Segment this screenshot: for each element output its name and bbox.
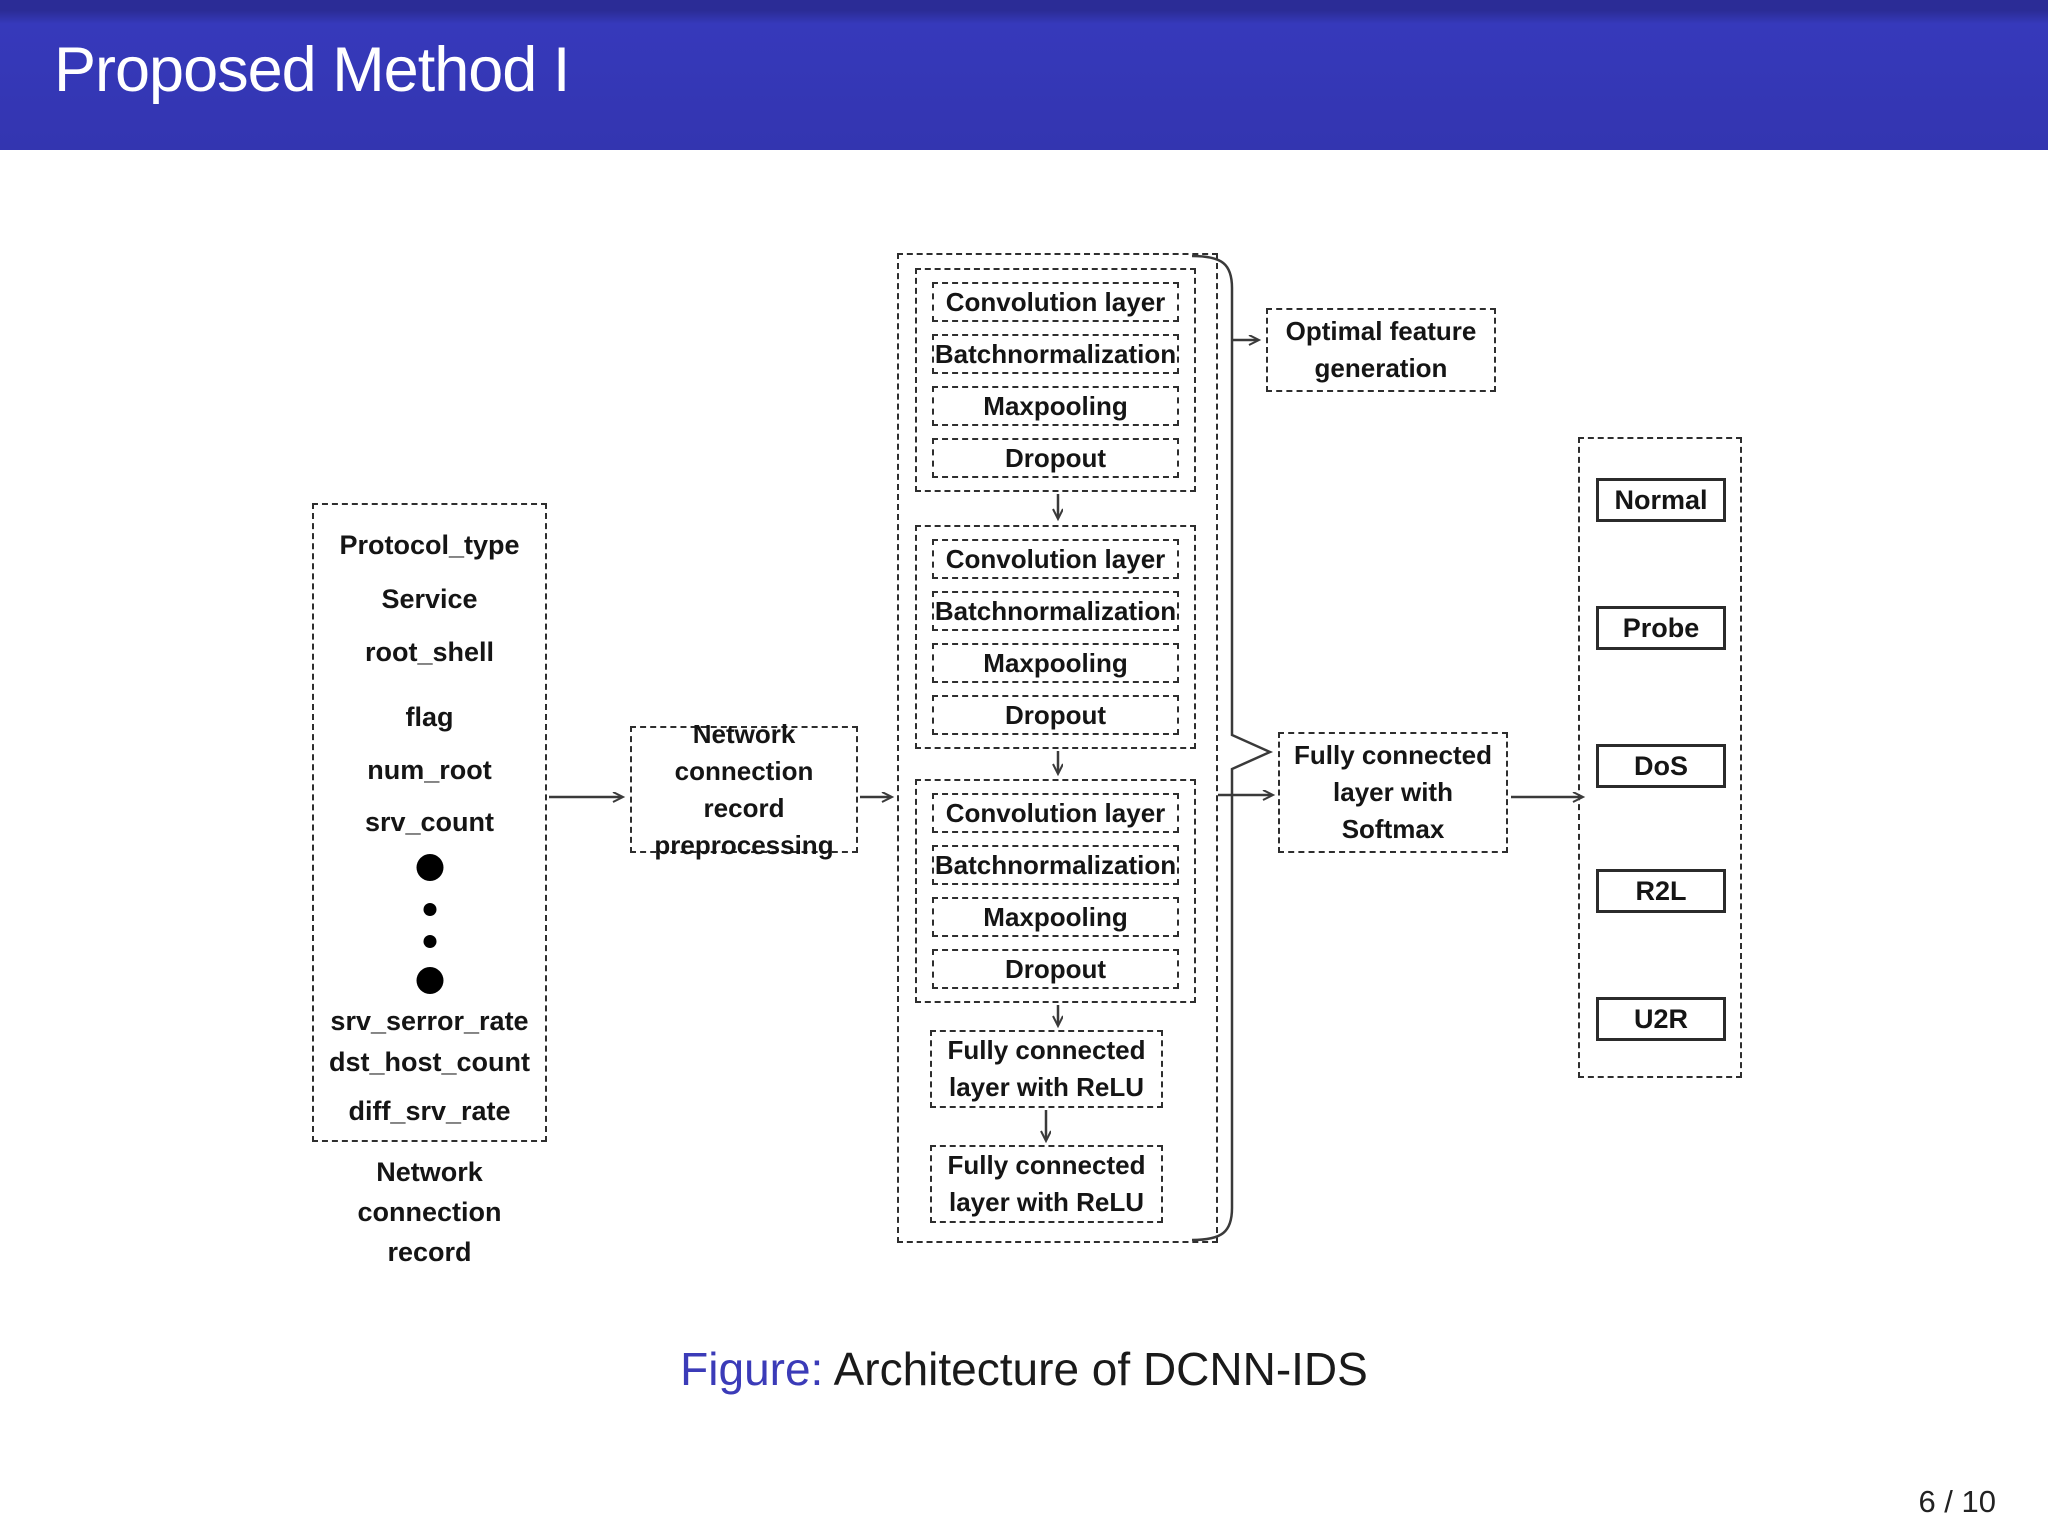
feature-label: flag — [405, 702, 454, 732]
ellipsis-dot-small — [423, 903, 436, 916]
preprocessing-line: preprocessing — [654, 829, 834, 860]
figure-caption-text: Architecture of DCNN-IDS — [833, 1343, 1368, 1395]
layer-convolution: Convolution layer — [932, 793, 1179, 833]
preprocessing-line: Network — [692, 718, 796, 749]
conv-block-1: Convolution layer Batchnormalization Max… — [915, 268, 1196, 492]
layer-dropout: Dropout — [932, 949, 1179, 989]
ellipsis-dot-small — [423, 935, 436, 948]
preprocessing-box: Network connection record preprocessing — [630, 719, 858, 860]
feature-label: Protocol_type — [339, 530, 520, 560]
layer-convolution: Convolution layer — [932, 282, 1179, 322]
output-classes-box: Normal Probe DoS R2L U2R — [1578, 437, 1742, 1078]
figure-caption: Figure: Architecture of DCNN-IDS — [0, 1342, 2048, 1396]
conv-block-2: Convolution layer Batchnormalization Max… — [915, 525, 1196, 749]
feature-label: srv_count — [364, 807, 495, 837]
figure-caption-prefix: Figure: — [680, 1343, 824, 1395]
softmax-line: layer with — [1333, 777, 1453, 807]
feature-label: diff_srv_rate — [348, 1096, 511, 1126]
layer-maxpooling: Maxpooling — [932, 897, 1179, 937]
class-box-u2r: U2R — [1596, 997, 1726, 1041]
feature-label: srv_serror_rate — [330, 1006, 529, 1036]
feature-label: dst_host_count — [328, 1047, 530, 1077]
layer-dropout: Dropout — [932, 695, 1179, 735]
header-bar: Proposed Method I — [0, 0, 2048, 150]
input-box-caption: Network connection record — [357, 1157, 502, 1267]
feature-label: num_root — [367, 755, 492, 785]
class-box-probe: Probe — [1596, 606, 1726, 650]
layer-dropout: Dropout — [932, 438, 1179, 478]
optimal-line: Optimal feature — [1285, 316, 1477, 346]
conv-block-3: Convolution layer Batchnormalization Max… — [915, 779, 1196, 1003]
softmax-line: Softmax — [1341, 814, 1445, 844]
fc-relu-box-2: Fully connected layer with ReLU — [930, 1145, 1163, 1223]
class-box-r2l: R2L — [1596, 869, 1726, 913]
feature-label: root_shell — [364, 637, 495, 667]
fc-relu-line: Fully connected — [947, 1150, 1146, 1180]
class-box-dos: DoS — [1596, 744, 1726, 788]
ellipsis-dot-large — [416, 967, 443, 994]
layer-maxpooling: Maxpooling — [932, 386, 1179, 426]
fc-relu-line: Fully connected — [947, 1035, 1146, 1065]
softmax-line: Fully connected — [1294, 740, 1492, 770]
layer-maxpooling: Maxpooling — [932, 643, 1179, 683]
layer-batchnormalization: Batchnormalization — [932, 845, 1179, 885]
fc-relu-line: layer with ReLU — [948, 1072, 1145, 1102]
page-title: Proposed Method I — [54, 35, 570, 105]
ellipsis-dot-large — [416, 854, 443, 881]
preprocessing-line: connection record — [674, 755, 814, 823]
feature-label: Service — [381, 584, 478, 614]
layer-batchnormalization: Batchnormalization — [932, 334, 1179, 374]
fc-softmax-box: Fully connected layer with Softmax — [1278, 732, 1508, 853]
layer-batchnormalization: Batchnormalization — [932, 591, 1179, 631]
input-features-box: Protocol_type Service root_shell flag nu… — [312, 503, 547, 1142]
layer-convolution: Convolution layer — [932, 539, 1179, 579]
page-number: 6 / 10 — [1918, 1484, 1996, 1519]
class-box-normal: Normal — [1596, 478, 1726, 522]
fc-relu-box-1: Fully connected layer with ReLU — [930, 1030, 1163, 1108]
optimal-feature-box: Optimal feature generation — [1266, 308, 1496, 392]
fc-relu-line: layer with ReLU — [948, 1187, 1145, 1217]
optimal-line: generation — [1314, 353, 1448, 383]
